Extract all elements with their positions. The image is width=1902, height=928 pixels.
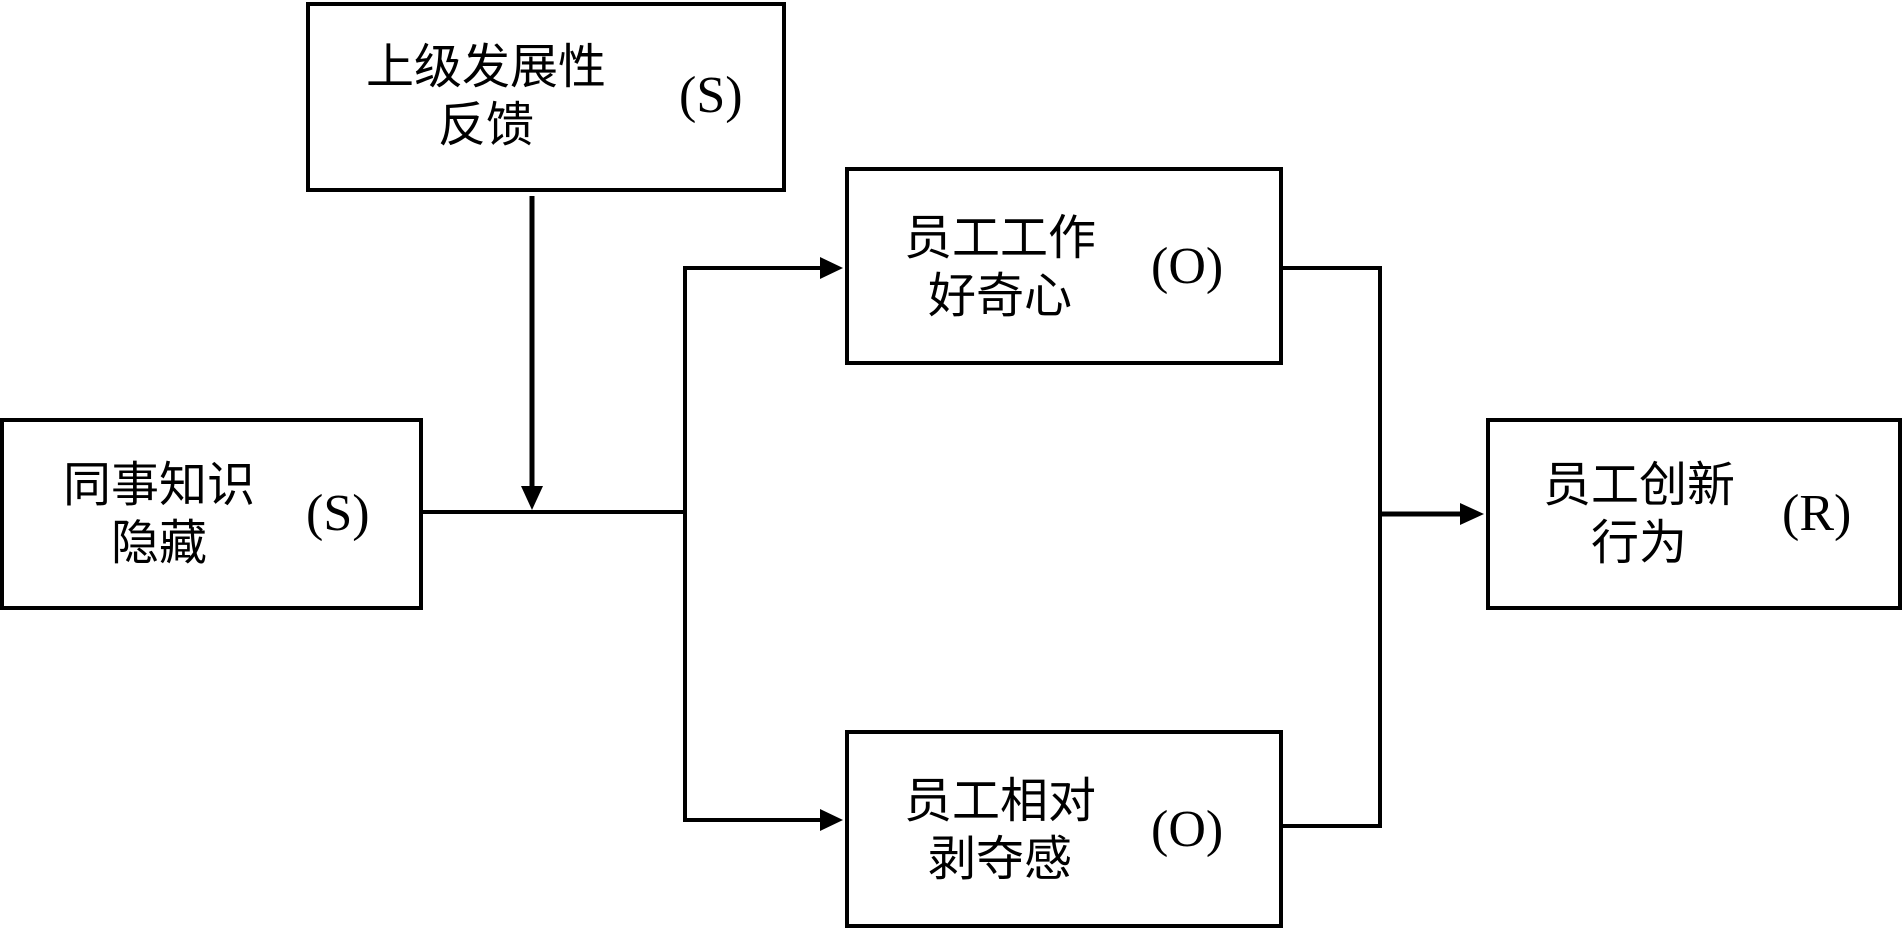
supervisor-feedback-label: 上级发展性 反馈	[336, 38, 636, 154]
work-curiosity-label: 员工工作 好奇心	[875, 209, 1125, 325]
work-curiosity-line1: 员工工作	[903, 210, 1096, 266]
innovative-behavior-tag: (R)	[1782, 485, 1852, 542]
innovative-behavior-label: 员工创新 行为	[1514, 456, 1764, 572]
coworker-hiding-box: 同事知识 隐藏 (S)	[0, 418, 423, 610]
moderator-arrowhead	[521, 486, 543, 510]
relative-deprivation-box: 员工相对 剥夺感 (O)	[845, 730, 1283, 928]
coworker-hiding-line2: 隐藏	[110, 515, 207, 571]
relative-deprivation-label: 员工相对 剥夺感	[875, 772, 1125, 888]
to-curiosity-arrowhead	[820, 257, 843, 279]
relative-deprivation-tag: (O)	[1151, 801, 1224, 858]
relative-deprivation-line1: 员工相对	[903, 773, 1096, 829]
coworker-hiding-line1: 同事知识	[62, 457, 255, 513]
relative-deprivation-line2: 剥夺感	[927, 831, 1072, 887]
coworker-hiding-label: 同事知识 隐藏	[34, 456, 284, 572]
supervisor-feedback-box: 上级发展性 反馈 (S)	[306, 2, 786, 192]
work-curiosity-line2: 好奇心	[927, 268, 1072, 324]
innovative-behavior-line2: 行为	[1590, 515, 1687, 571]
innovative-behavior-line1: 员工创新	[1542, 457, 1735, 513]
supervisor-feedback-tag: (S)	[679, 67, 743, 124]
innovative-behavior-box: 员工创新 行为 (R)	[1486, 418, 1902, 610]
work-curiosity-box: 员工工作 好奇心 (O)	[845, 167, 1283, 365]
work-curiosity-tag: (O)	[1151, 238, 1224, 295]
coworker-hiding-tag: (S)	[306, 485, 370, 542]
supervisor-feedback-line2: 反馈	[437, 97, 534, 153]
to-innovation-arrowhead	[1460, 503, 1484, 525]
supervisor-feedback-line1: 上级发展性	[365, 39, 606, 95]
to-deprivation-arrowhead	[820, 809, 843, 831]
